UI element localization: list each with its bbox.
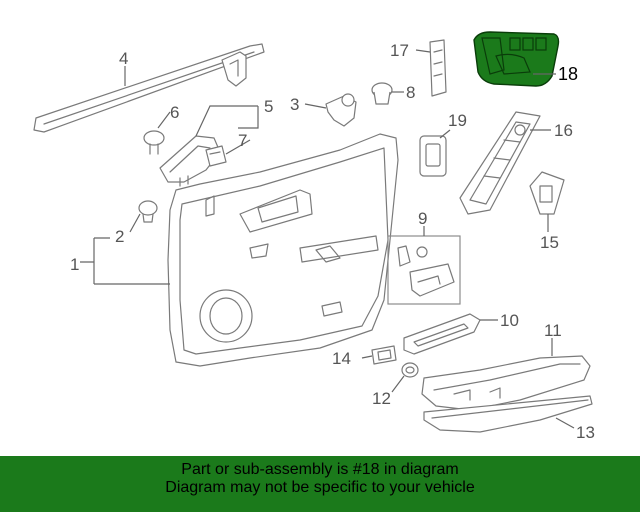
part-11-armrest [421,355,591,411]
callout-16: 16 [554,121,573,140]
callout-19: 19 [448,111,467,130]
part-2-push-clip [138,200,158,223]
callout-18: 18 [558,64,578,84]
callout-6: 6 [170,103,179,122]
callout-8: 8 [406,83,415,102]
callout-labels: 1 2 3 4 5 6 7 8 9 10 11 12 13 14 15 16 1… [70,41,595,442]
part-14-switch-bezel [371,345,397,365]
part-8-grommet [371,82,393,105]
part-7-tweeter [205,145,227,167]
callout-9: 9 [418,209,427,228]
part-15-switch [529,171,565,215]
part-3-bracket [325,93,357,127]
callout-13: 13 [576,423,595,442]
part-1-door-trim-panel [167,133,399,367]
part-10-handle-bezel [403,313,481,355]
part-12-plug [401,362,419,378]
callout-2: 2 [115,227,124,246]
part-17-bracket [429,39,447,97]
callout-3: 3 [290,95,299,114]
callout-15: 15 [540,233,559,252]
part-4-belt-molding [33,43,265,133]
part-9-inner-handle-assembly [387,235,461,305]
part-18-seat-switch [473,31,560,87]
callout-12: 12 [372,389,391,408]
callout-14: 14 [332,349,351,368]
callout-4: 4 [119,49,128,68]
callout-17: 17 [390,41,409,60]
leader-lines [80,49,575,429]
banner-line-2: Diagram may not be specific to your vehi… [165,479,475,496]
callout-5: 5 [264,97,273,116]
callout-1: 1 [70,255,79,274]
part-19-switch [419,135,447,177]
callout-7: 7 [238,131,247,150]
callout-10: 10 [500,311,519,330]
banner-line-1: Part or sub-assembly is #18 in diagram [181,461,459,478]
part-13-lower-trim [423,395,593,433]
part-6-clip [143,130,165,155]
part-info-banner: Part or sub-assembly is #18 in diagram D… [0,456,640,512]
parts-diagram: 1 2 3 4 5 6 7 8 9 10 11 12 13 14 15 16 1… [33,31,595,442]
callout-11: 11 [544,321,562,340]
part-16-window-switch-panel [459,111,541,215]
